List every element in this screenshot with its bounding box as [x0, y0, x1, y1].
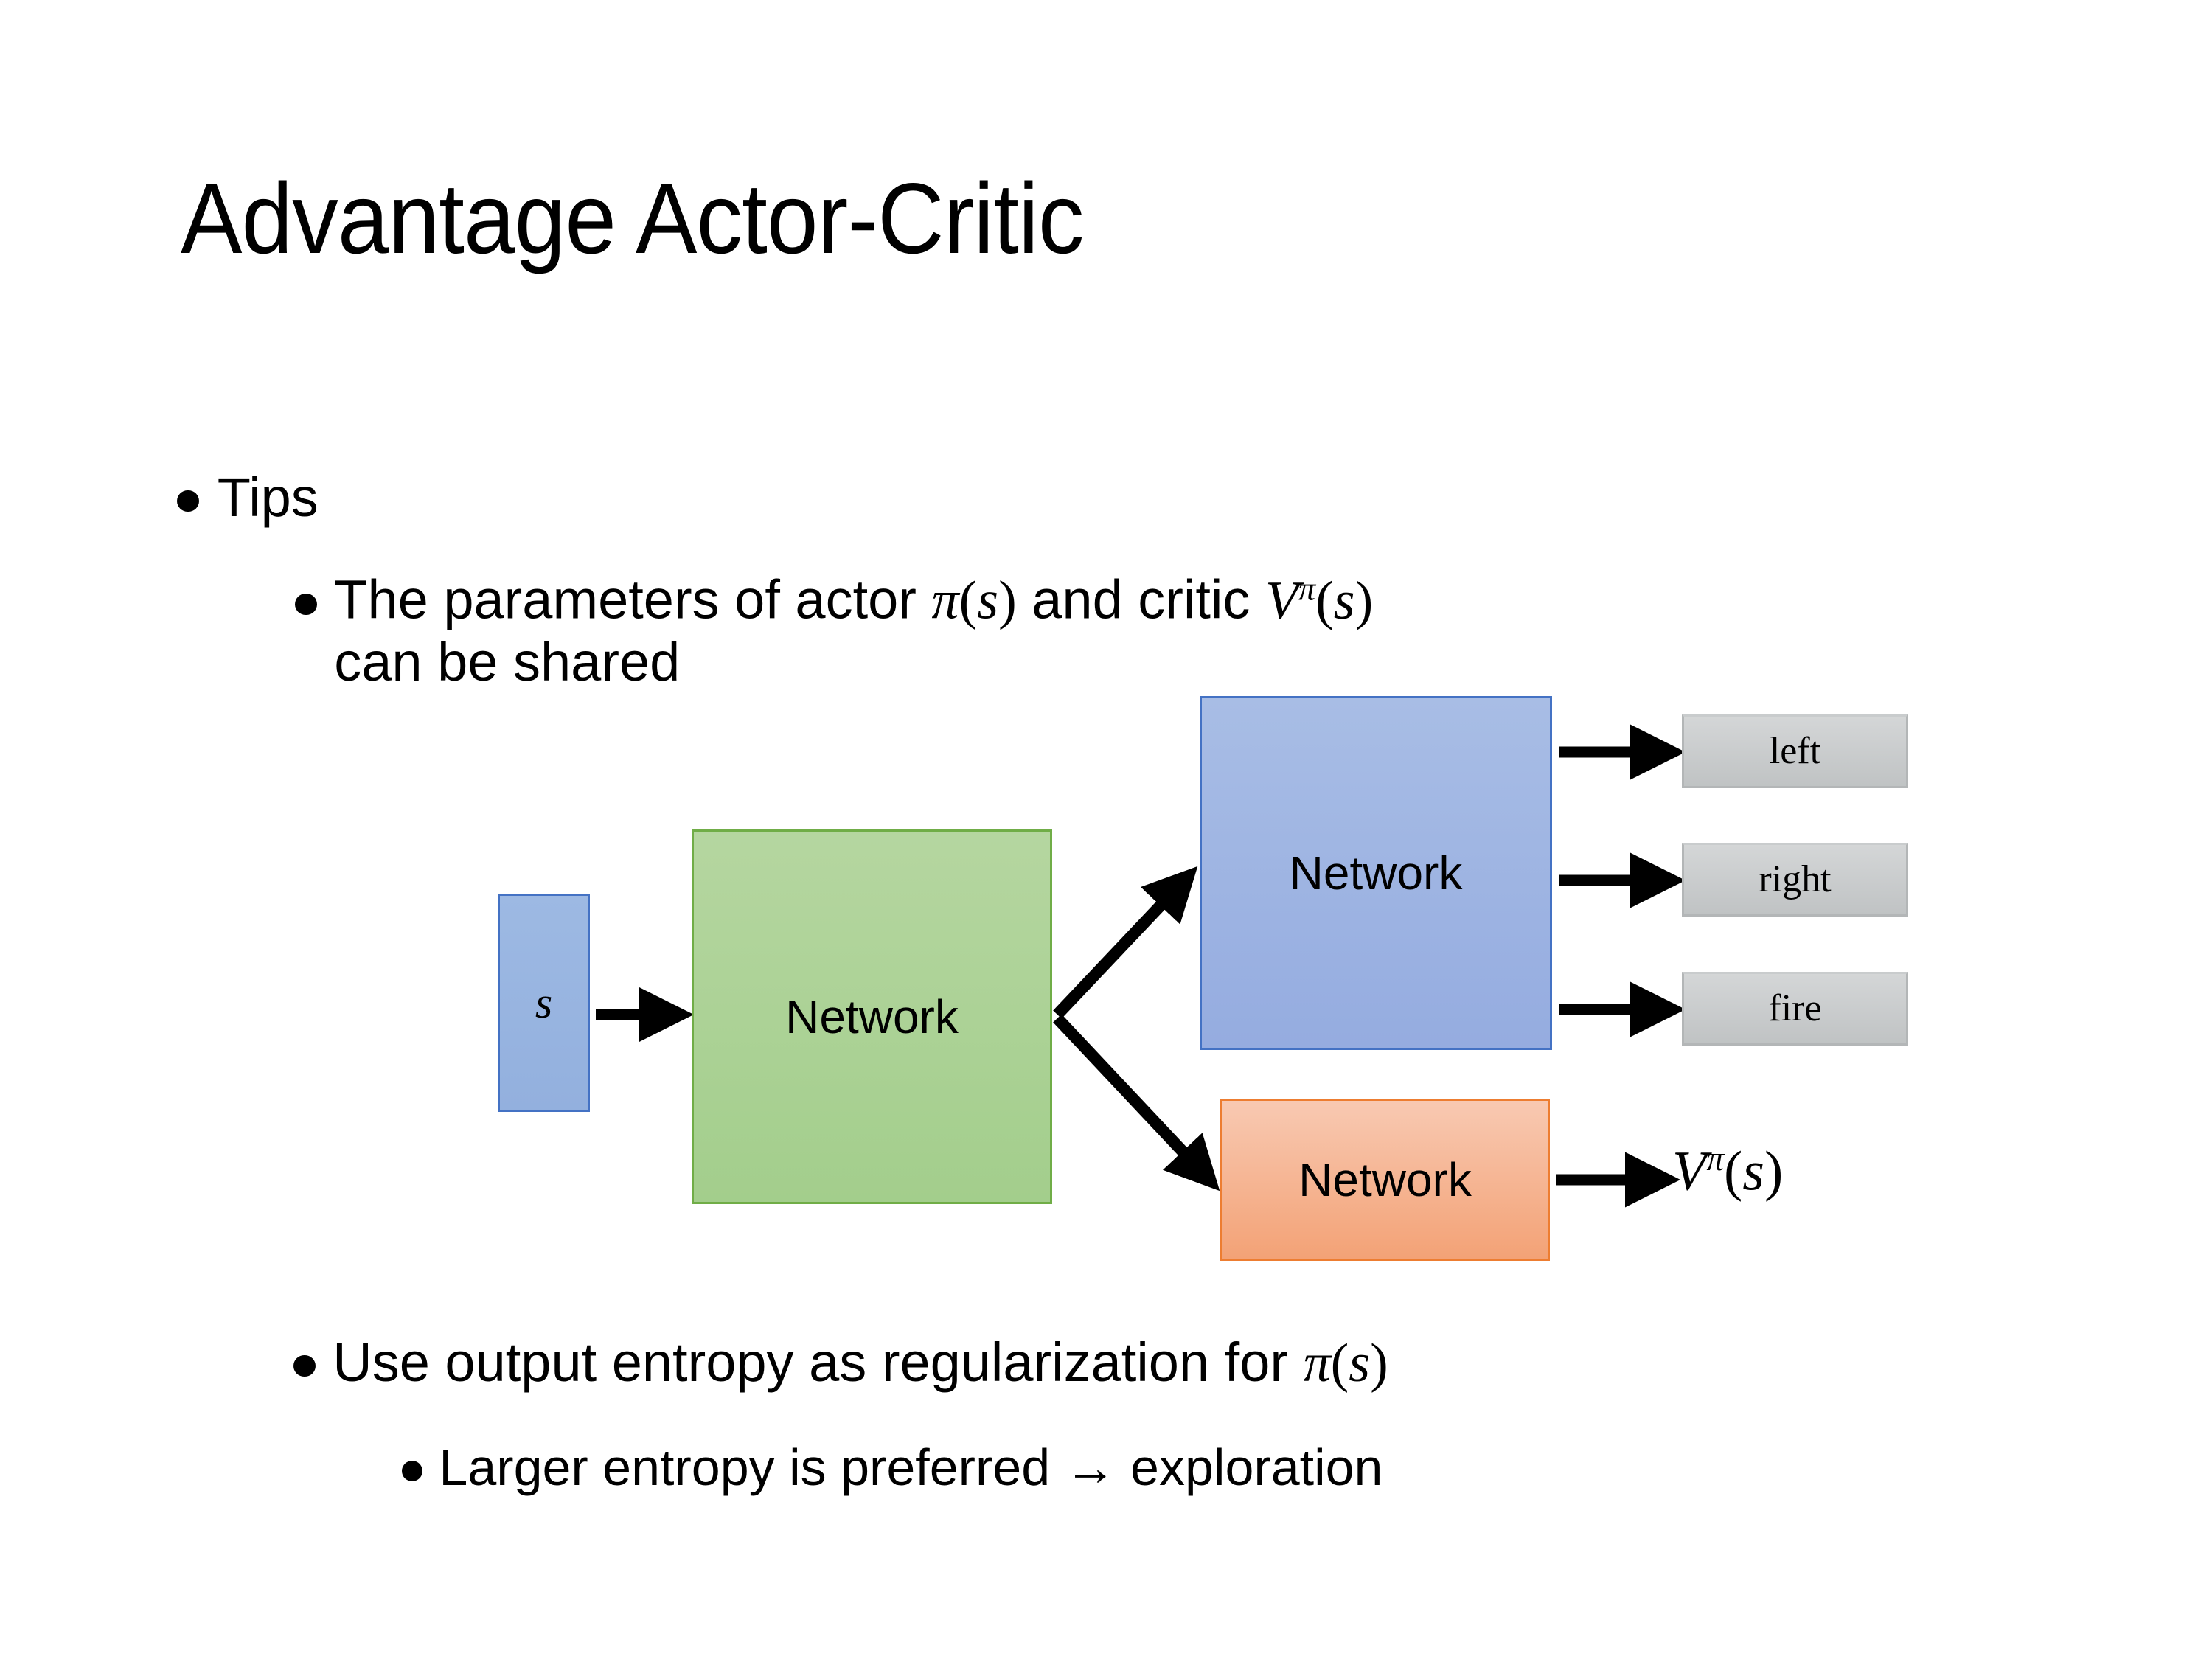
diagram-shared-network-box[interactable]: Network [692, 830, 1052, 1204]
diagram-output-fire-label: fire [1768, 987, 1822, 1029]
value-base: V [1672, 1140, 1707, 1203]
diagram-output-right-box[interactable]: right [1682, 843, 1908, 917]
bullet-dot-icon [295, 593, 317, 616]
diagram-shared-network-label: Network [785, 990, 959, 1043]
params-prefix-text: The parameters of actor [334, 568, 932, 630]
diagram-critic-network-box[interactable]: Network [1220, 1099, 1550, 1261]
arrow-shared-to-actor [1053, 866, 1198, 1019]
diagram-output-fire-box[interactable]: fire [1682, 972, 1908, 1046]
value-superscript: π [1706, 1140, 1725, 1178]
diagram-output-right-label: right [1759, 858, 1832, 900]
diagram-actor-network-box[interactable]: Network [1200, 696, 1552, 1050]
bullet-dot-icon [293, 1354, 316, 1377]
math-actor-pi-s: π(s) [1303, 1333, 1388, 1394]
math-critic-v-pi-s: Vπ(s) [1265, 569, 1374, 631]
bullet-shared-parameters: The parameters of actor π(s) and critic … [295, 569, 2023, 692]
bullet-dot-icon [402, 1460, 422, 1481]
math-actor-pi-s: π(s) [931, 570, 1017, 631]
diagram-critic-network-label: Network [1298, 1153, 1472, 1206]
bullet-larger-entropy-label: Larger entropy is preferred → exploratio… [439, 1439, 1383, 1496]
diagram-output-left-box[interactable]: left [1682, 714, 1908, 788]
bullet-larger-entropy: Larger entropy is preferred → exploratio… [402, 1438, 1383, 1497]
bullet-tips: Tips [177, 466, 319, 529]
diagram-input-state-box[interactable]: s [498, 894, 590, 1112]
bullet-entropy-regularization: Use output entropy as regularization for… [293, 1331, 1388, 1395]
bullet-entropy-label: Use output entropy as regularization for… [333, 1331, 1388, 1395]
diagram-output-left-label: left [1769, 730, 1821, 772]
bullet-dot-icon [177, 490, 199, 512]
bullet-shared-parameters-label: The parameters of actor π(s) and critic … [334, 569, 2023, 692]
arrow-shared-to-critic [1053, 1014, 1220, 1192]
diagram-input-state-label: s [535, 978, 553, 1027]
page-title: Advantage Actor-Critic [181, 162, 1084, 274]
params-second-line-text: can be shared [334, 630, 681, 692]
bullet-tips-label: Tips [217, 467, 319, 528]
diagram-value-function-label: Vπ(s) [1672, 1140, 1784, 1203]
params-middle-text: and critic [1016, 568, 1265, 630]
diagram-actor-network-label: Network [1289, 846, 1463, 900]
entropy-prefix-text: Use output entropy as regularization for [333, 1332, 1304, 1393]
